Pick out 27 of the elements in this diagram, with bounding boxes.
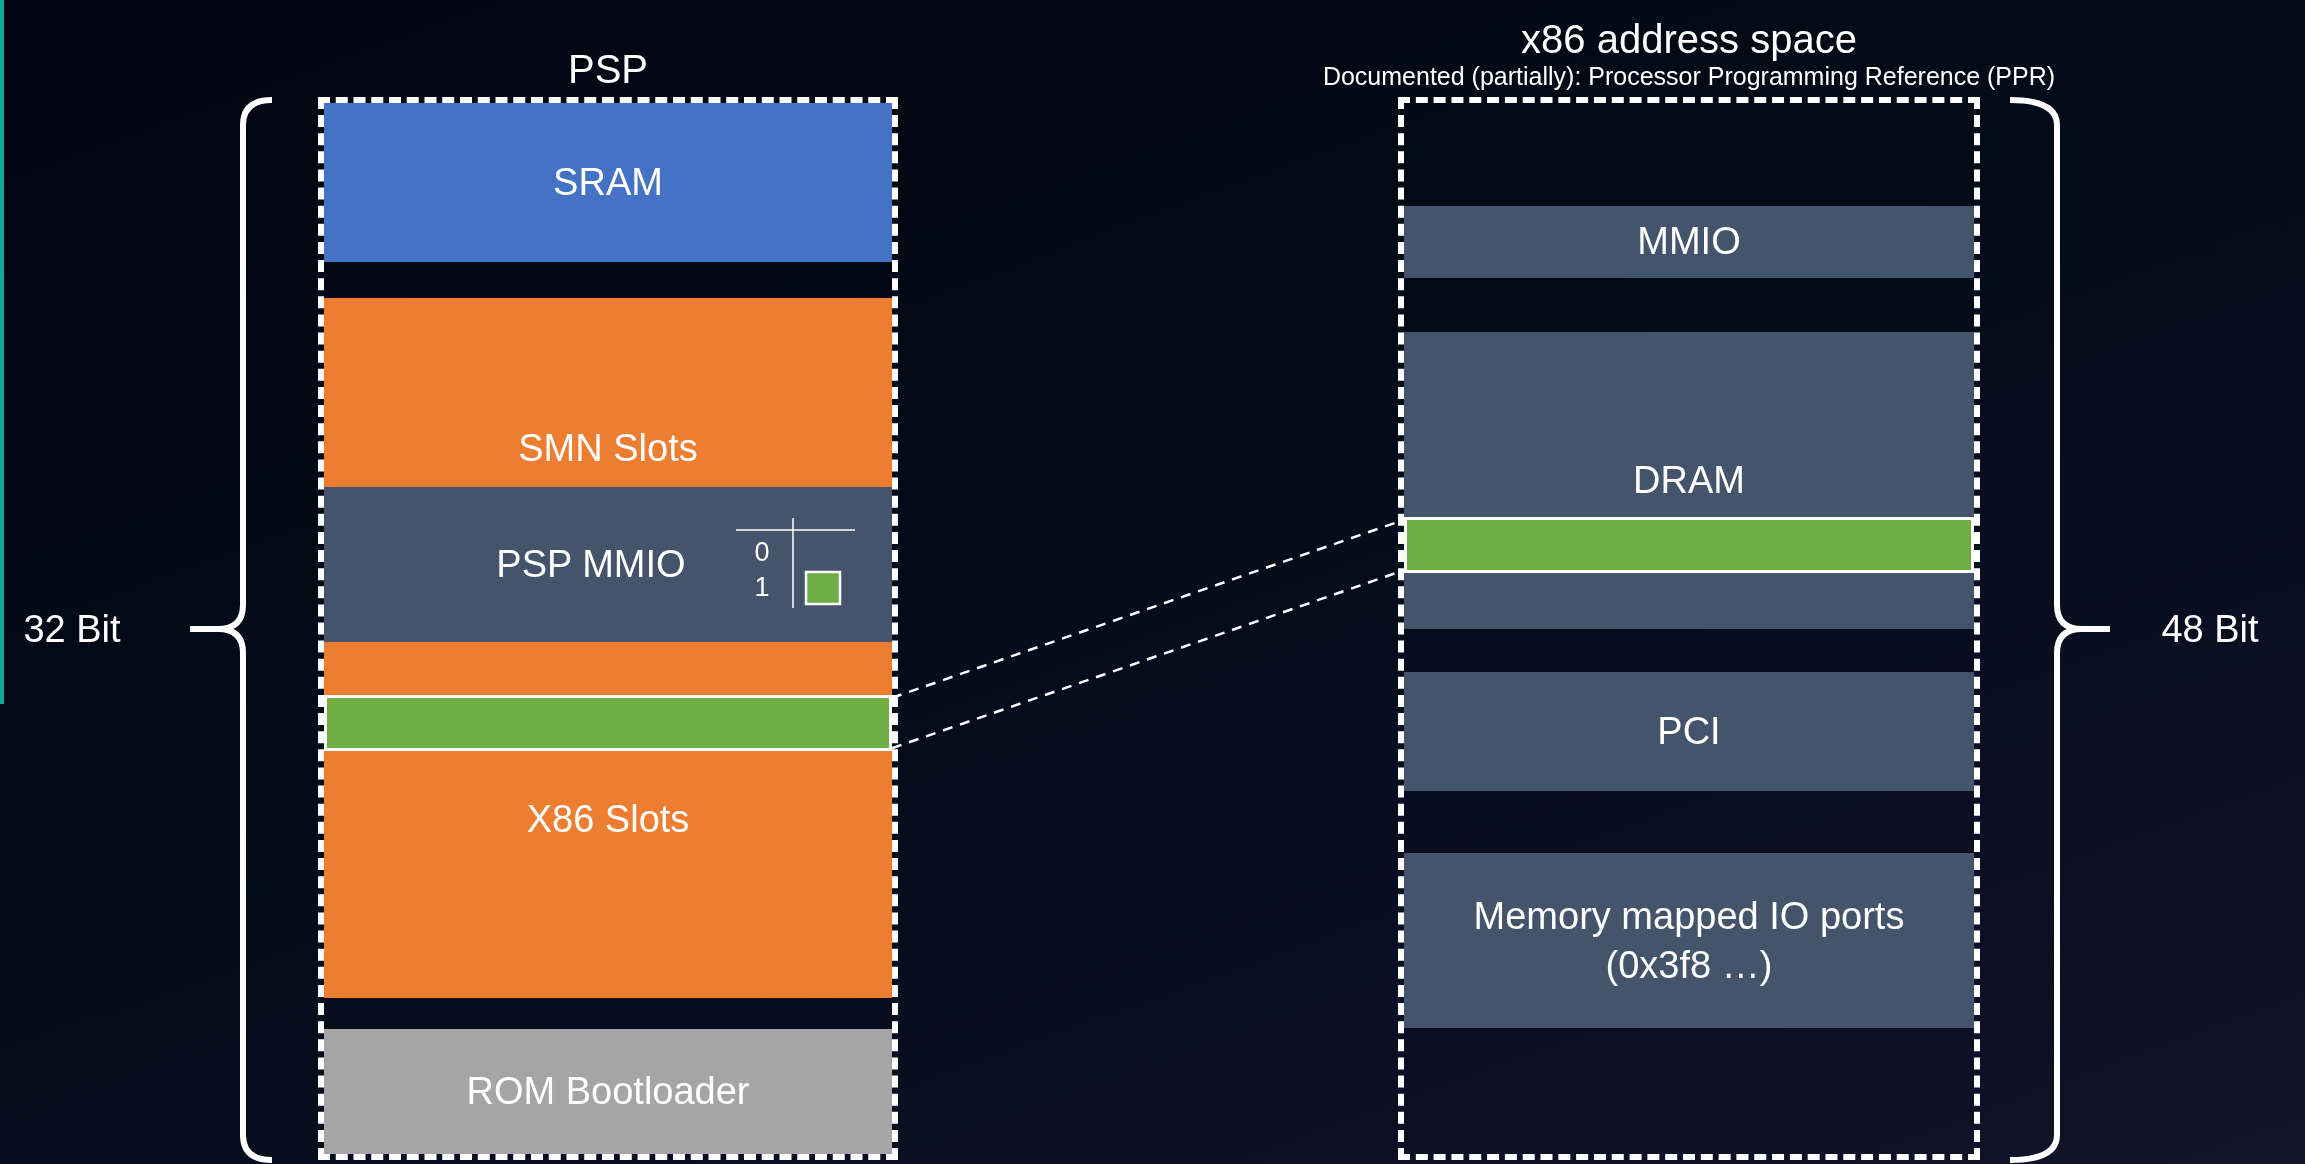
block-label: PSP MMIO	[496, 541, 686, 587]
block-label: X86 Slots	[526, 797, 690, 843]
highlight-bar	[324, 695, 892, 751]
block-label: Memory mapped IO ports (0x3f8 …)	[1472, 893, 1906, 988]
memory-block	[324, 487, 892, 642]
bit-index: 0	[754, 538, 770, 568]
block-label: SRAM	[553, 159, 663, 205]
width-label: 32 Bit	[23, 609, 121, 651]
memory-block	[324, 103, 892, 262]
memory-block	[1404, 853, 1974, 1028]
memory-block	[324, 1029, 892, 1154]
highlight-bar	[1404, 517, 1974, 573]
block-label: PCI	[1657, 708, 1721, 754]
memory-block	[1404, 332, 1974, 629]
memory-block	[324, 298, 892, 487]
width-label: 48 Bit	[2161, 609, 2259, 651]
region-title: PSP	[567, 47, 648, 91]
block-label: SMN Slots	[518, 426, 698, 472]
block-label: ROM Bootloader	[466, 1068, 750, 1114]
region-subtitle: Documented (partially): Processor Programming Reference (PPR)	[1322, 61, 2056, 91]
memory-block	[1404, 206, 1974, 278]
bit-index: 1	[754, 573, 770, 603]
block-label: DRAM	[1633, 458, 1745, 504]
memory-block	[1404, 672, 1974, 791]
region-title: x86 address space	[1521, 17, 1857, 61]
block-label: MMIO	[1637, 219, 1741, 265]
memory-block	[324, 642, 892, 998]
